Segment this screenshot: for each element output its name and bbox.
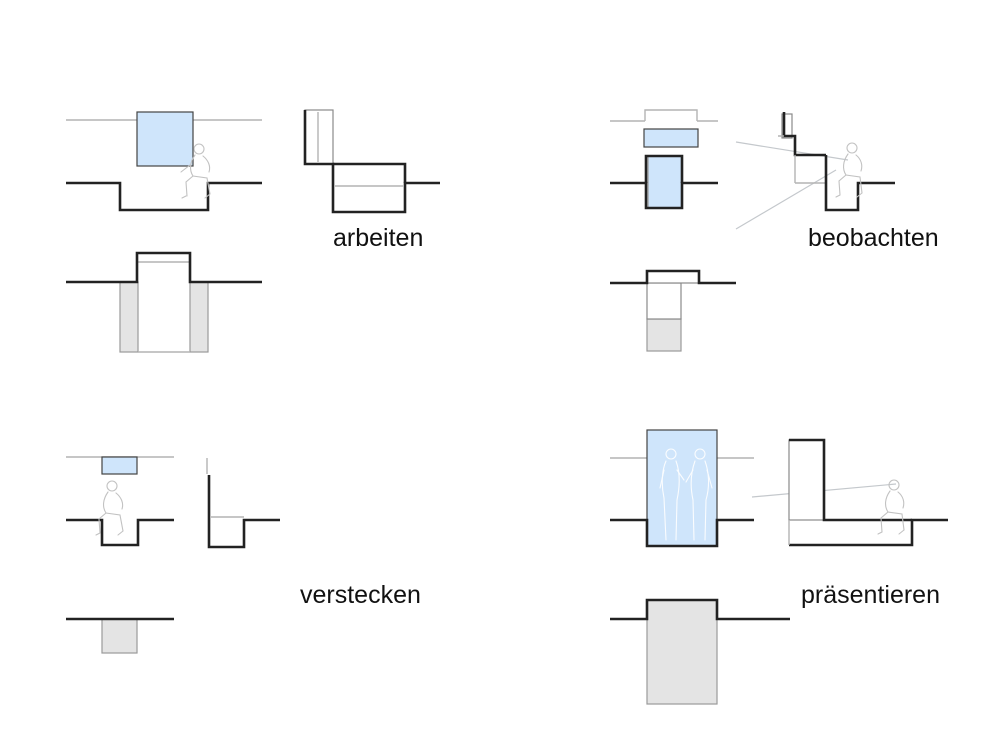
verstecken-plan-view <box>66 456 174 547</box>
standing-people-icon <box>659 448 713 541</box>
beobachten-elevation-view <box>610 269 736 352</box>
seated-person-icon-praesentieren <box>877 479 905 535</box>
label-praesentieren: präsentieren <box>801 581 940 609</box>
verstecken-window-blue <box>101 456 138 475</box>
praesentieren-elevation-view <box>610 598 790 705</box>
verstecken-section-view <box>206 458 280 549</box>
seated-person-icon-verstecken <box>95 480 124 536</box>
label-beobachten: beobachten <box>808 224 939 252</box>
praesentieren-plan-view <box>610 429 754 548</box>
verstecken-elevation-view <box>66 617 174 654</box>
arbeiten-section-view <box>303 109 440 214</box>
arbeiten-window-blue <box>136 111 194 167</box>
group-beobachten <box>610 109 895 352</box>
group-arbeiten <box>66 109 440 353</box>
seated-person-icon-beobachten <box>835 142 863 198</box>
arbeiten-plan-view <box>66 111 262 212</box>
praesentieren-window-blue <box>646 429 718 547</box>
beobachten-section-view <box>735 112 895 230</box>
seated-person-icon-arbeiten <box>180 143 211 199</box>
praesentieren-section-view <box>751 438 948 547</box>
beobachten-plan-view <box>610 109 718 210</box>
label-verstecken: verstecken <box>300 581 421 609</box>
group-praesentieren <box>610 429 948 705</box>
group-verstecken <box>66 456 280 654</box>
beobachten-window-blue <box>643 128 699 148</box>
label-arbeiten: arbeiten <box>333 224 424 252</box>
arbeiten-elevation-view <box>66 251 262 353</box>
